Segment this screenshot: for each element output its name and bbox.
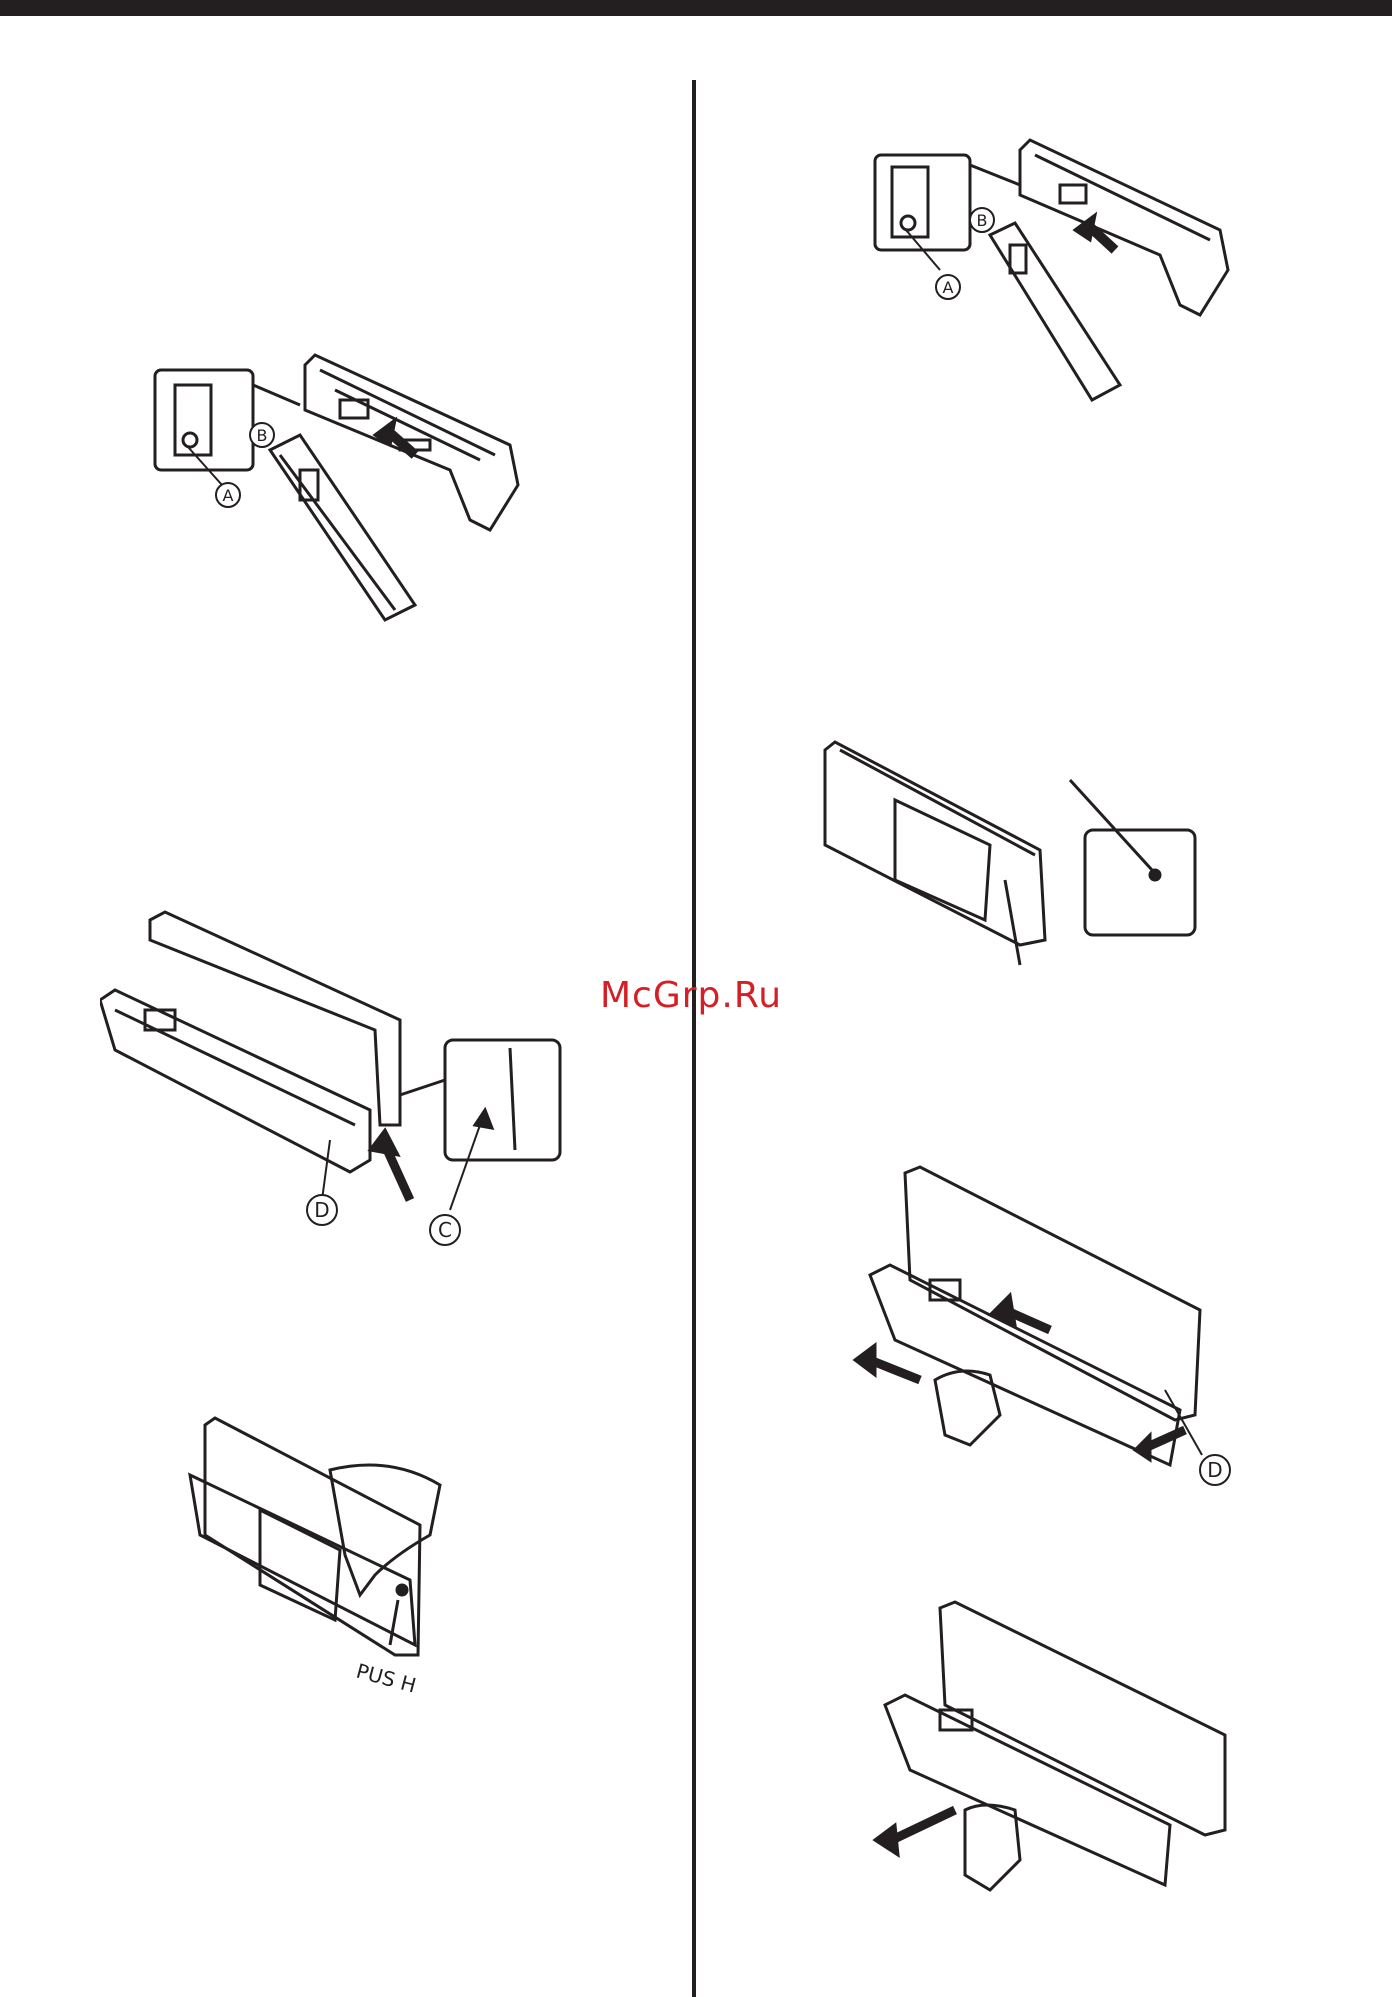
label-d: D [314,1198,329,1222]
header-bar [0,0,1392,16]
column-divider [692,80,696,1997]
label-c: C [438,1218,452,1242]
release-illustration: D C [100,910,570,1255]
label-d: D [1207,1458,1222,1482]
label-b: B [257,426,268,445]
attach-panel-illustration-2: B A [870,135,1240,420]
figure-attach-panel-left: B A [150,345,540,635]
figure-panel-pull-out [870,1600,1240,1915]
slide-illustration: D [850,1165,1270,1510]
figure-panel-slide-d: D [850,1165,1270,1510]
figure-attach-panel-right: B A [870,135,1240,420]
panel-face-illustration [780,740,1210,970]
figure-panel-face [780,740,1210,970]
pull-illustration [870,1600,1240,1915]
label-a: A [223,486,234,505]
figure-push-release: PUS H [180,1415,490,1705]
push-illustration: PUS H [180,1415,490,1705]
push-label: PUS H [354,1659,419,1698]
label-a: A [943,278,954,297]
watermark: McGrp.Ru [600,975,782,1016]
attach-panel-illustration: B A [150,345,540,635]
label-b: B [977,211,988,230]
figure-panel-release-cd: D C [100,910,570,1255]
